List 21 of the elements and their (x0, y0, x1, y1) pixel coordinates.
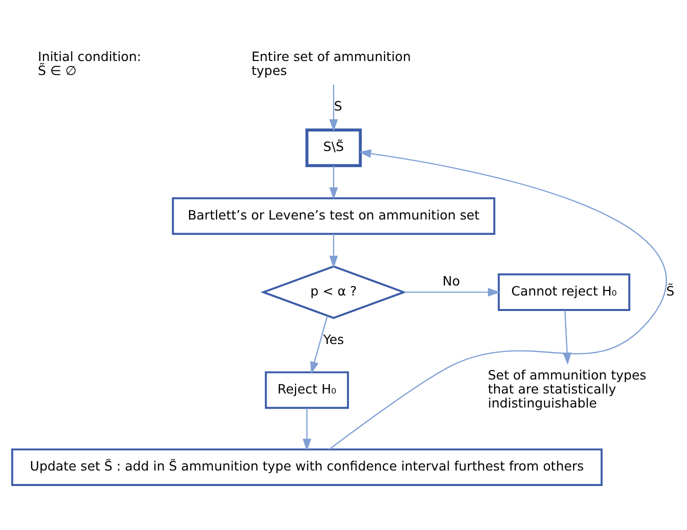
edge-label: Yes (323, 333, 344, 348)
node-text: Set of ammunition types that are statistically indistinguishable (488, 368, 646, 412)
node-box: Cannot reject H₀ (498, 273, 630, 311)
label: S̃ ∈ ∅ (38, 64, 77, 80)
edge-label: S̃ (666, 284, 674, 300)
node-box: S\S̃ (305, 128, 362, 168)
label: Initial condition: (38, 50, 142, 66)
arrow (329, 84, 338, 132)
node-text: Entire set of ammunition types (252, 50, 411, 80)
node-box: Reject H₀ (264, 371, 349, 409)
node-box: Bartlett’s or Levene’s test on ammunition set (172, 197, 496, 235)
node-box: Update set S̃ : add in S̃ ammunition type with confidence interval furthest from others (11, 448, 603, 486)
arrow (302, 408, 312, 452)
node-diamond: p < α ? (260, 265, 407, 319)
edge-label: No (442, 274, 460, 290)
arrow (329, 166, 338, 200)
arrow (329, 234, 338, 268)
arrow (404, 288, 500, 296)
arrow (310, 316, 328, 374)
arrow (328, 149, 666, 450)
edge-label: S (334, 100, 342, 115)
